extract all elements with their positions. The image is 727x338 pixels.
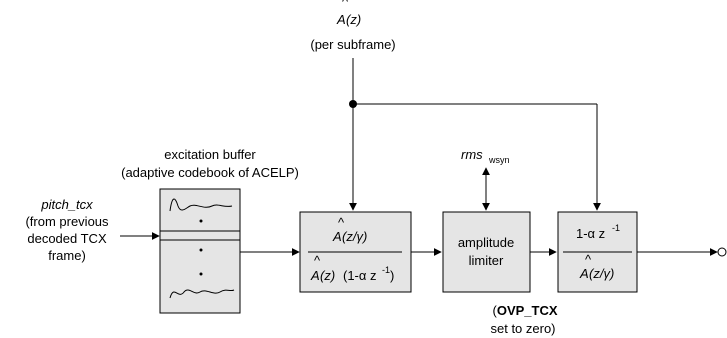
buffer-dot (199, 219, 203, 223)
deemphasis-num-exponent: -1 (612, 223, 620, 233)
buffer-dot (199, 248, 203, 252)
per-subframe-note: (per subframe) (310, 37, 395, 52)
deemphasis-den-arg: (z/γ) (589, 266, 614, 281)
synthesis-den-close: ) (390, 268, 394, 283)
pitch-note-line3: frame) (48, 248, 86, 263)
hat-mark: ^ (342, 0, 349, 9)
synthesis-den-tail: (1-α z (343, 268, 377, 283)
pitch-input-label: pitch_tcx (from previous decoded TCX fra… (25, 197, 109, 263)
ovp-note-line1: (OVP_TCX (492, 303, 557, 318)
rms-label: rms (461, 147, 483, 162)
hat-mark: ^ (338, 215, 345, 230)
amplitude-limiter-box (442, 211, 531, 293)
hat-mark: ^ (585, 252, 592, 267)
excitation-waveform-top (169, 198, 233, 212)
amplitude-limiter-block: amplitude limiter (442, 211, 531, 293)
ovp-note-bold: OVP_TCX (497, 303, 558, 318)
excitation-waveform-bottom (169, 289, 235, 299)
pitch-note-line1: (from previous (25, 214, 109, 229)
filter-coeff-symbol: A (336, 12, 346, 27)
excitation-buffer-subtitle: (adaptive codebook of ACELP) (121, 165, 299, 180)
pitch-tcx-name: pitch_tcx (40, 197, 93, 212)
pitch-note-line2: decoded TCX (27, 231, 107, 246)
filter-coefficients-label: ^ A (z) (per subframe) (310, 0, 395, 52)
synthesis-num-arg: (z/γ) (342, 229, 367, 244)
deemphasis-den-symbol: A (579, 266, 589, 281)
ovp-note-line2: set to zero) (490, 321, 555, 336)
synthesis-num-symbol: A (332, 229, 342, 244)
synthesis-den-symbol: A (310, 268, 320, 283)
filter-coeff-arg: (z) (346, 12, 361, 27)
buffer-dot (199, 272, 203, 276)
output-terminal (717, 247, 727, 257)
deemphasis-filter-block: 1-α z -1 ^ A (z/γ) (557, 211, 638, 293)
limiter-label-line2: limiter (469, 253, 504, 268)
limiter-label-line1: amplitude (458, 235, 514, 250)
excitation-buffer-title: excitation buffer (164, 147, 256, 162)
deemphasis-num: 1-α z (576, 226, 605, 241)
rms-subscript: wsyn (488, 155, 510, 165)
synthesis-den-exponent: -1 (382, 265, 390, 275)
synthesis-filter-block: ^ A (z/γ) ^ A (z) (1-α z -1 ) (299, 211, 412, 293)
hat-mark: ^ (314, 253, 321, 268)
synthesis-den-arg: (z) (320, 268, 335, 283)
excitation-buffer-block (159, 188, 241, 314)
ovp-note-open: ( (492, 303, 497, 318)
